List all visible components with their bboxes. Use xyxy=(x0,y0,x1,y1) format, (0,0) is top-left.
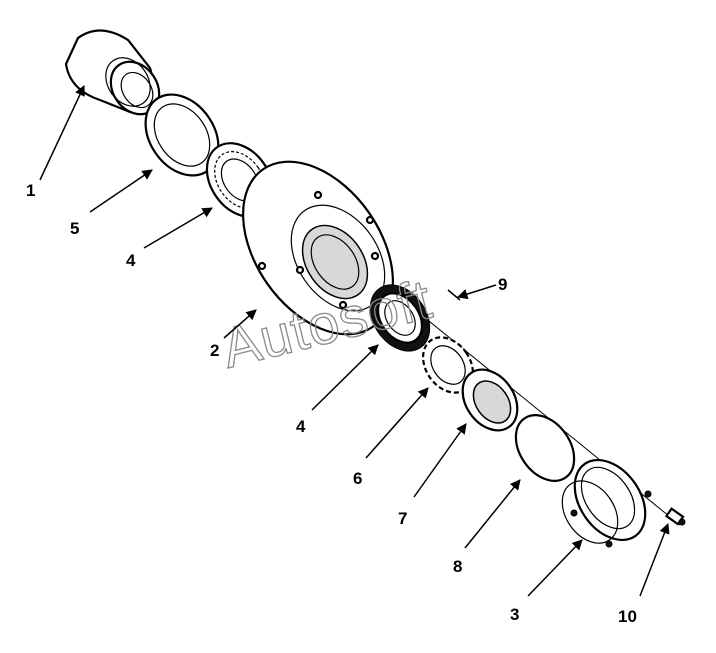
part-10-plug xyxy=(664,507,686,526)
part-7-nut xyxy=(461,368,519,432)
callout-9: 9 xyxy=(498,275,507,294)
part-5-seal xyxy=(144,93,220,177)
part-8-gasket xyxy=(514,414,576,482)
part-3-hub-cap xyxy=(561,458,652,548)
callout-3: 3 xyxy=(510,605,519,624)
leader-8 xyxy=(464,479,521,549)
callout-1: 1 xyxy=(26,181,35,200)
leader-3 xyxy=(527,539,583,597)
part-1-spindle xyxy=(64,29,161,116)
callout-8: 8 xyxy=(453,557,462,576)
leader-1 xyxy=(39,85,85,181)
leader-9 xyxy=(456,284,497,300)
leader-5 xyxy=(89,169,153,213)
callout-6: 6 xyxy=(353,469,362,488)
callout-4-lower: 4 xyxy=(296,417,306,436)
leader-6 xyxy=(365,387,429,459)
leader-7 xyxy=(413,423,467,498)
part-4-bearing-inner xyxy=(369,284,431,352)
callout-10: 10 xyxy=(618,607,637,626)
callout-4-upper: 4 xyxy=(126,251,136,270)
part-6-lock-washer xyxy=(421,336,475,394)
leader-2 xyxy=(223,309,257,339)
part-2-hub xyxy=(241,160,395,336)
leader-4a xyxy=(143,207,213,249)
callout-2: 2 xyxy=(210,341,219,360)
callout-5: 5 xyxy=(70,219,79,238)
leader-4b xyxy=(311,344,379,411)
part-9-pin xyxy=(447,289,461,301)
leader-10 xyxy=(639,523,670,597)
callout-7: 7 xyxy=(398,509,407,528)
